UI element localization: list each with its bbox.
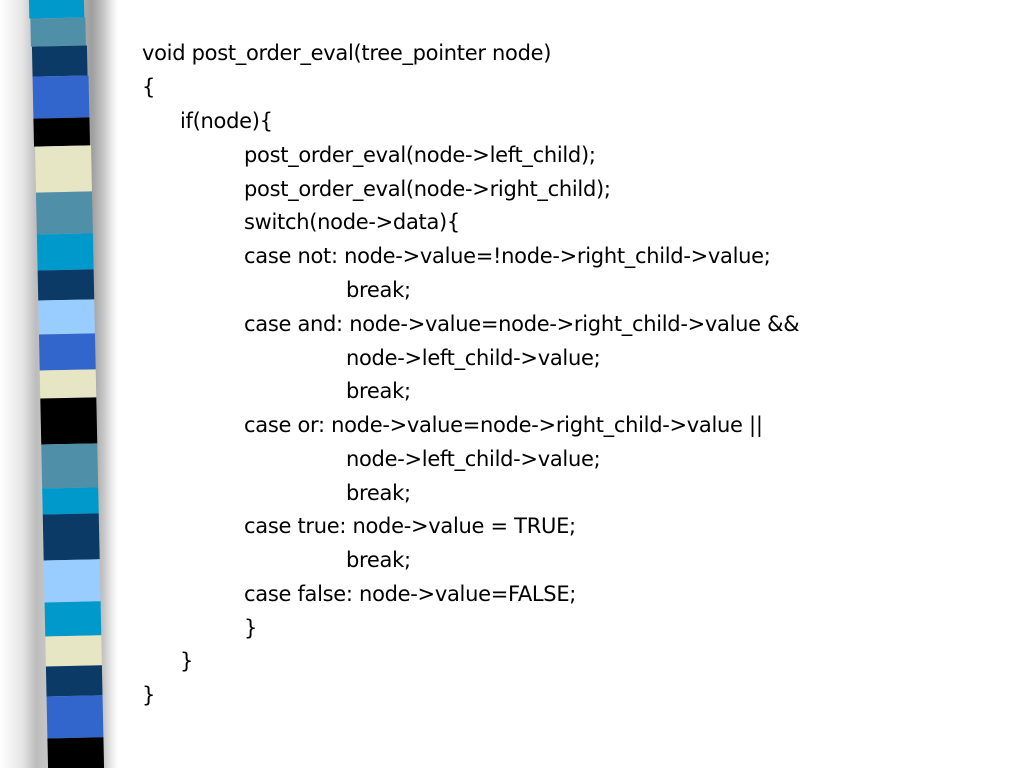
stripe-block (32, 75, 90, 119)
code-line: } (244, 616, 258, 640)
stripe-block (45, 635, 102, 667)
stripe-block (38, 299, 95, 335)
stripe-block (36, 233, 94, 271)
stripe-block (45, 665, 103, 697)
stripe-block (46, 695, 104, 739)
code-line: switch(node->data){ (244, 210, 460, 234)
stripe-block (38, 333, 96, 371)
code-line: case true: node->value = TRUE; (244, 514, 576, 538)
code-line: node->left_child->value; (346, 346, 601, 370)
stripe-block (43, 559, 101, 603)
code-line: } (142, 683, 156, 707)
stripe-block (40, 397, 98, 445)
code-line: { (142, 75, 156, 99)
stripe-block (37, 269, 95, 301)
stripe-block (35, 145, 92, 193)
stripe-block (39, 369, 97, 399)
code-line: void post_order_eval(tree_pointer node) (142, 41, 552, 65)
stripe-block (30, 17, 86, 47)
stripe-block (44, 601, 102, 637)
code-line: break; (346, 379, 411, 403)
stripe-block (35, 191, 93, 235)
stripe-block (41, 443, 99, 489)
stripe-block (42, 487, 99, 515)
code-line: break; (346, 548, 411, 572)
decorative-stripe (28, 0, 105, 768)
code-line: post_order_eval(node->left_child); (244, 143, 596, 167)
stripe-block (31, 45, 88, 77)
code-line: } (180, 649, 194, 673)
code-line: case or: node->value=node->right_child->… (244, 413, 763, 437)
stripe-block (28, 0, 85, 19)
code-line: if(node){ (180, 109, 273, 133)
code-line: case false: node->value=FALSE; (244, 582, 577, 606)
stripe-block (33, 117, 91, 147)
code-line: break; (346, 278, 411, 302)
code-line: case not: node->value=!node->right_child… (244, 244, 771, 268)
stripe-block (42, 513, 100, 561)
stripe-block (47, 737, 105, 768)
code-line: break; (346, 481, 411, 505)
code-line: case and: node->value=node->right_child-… (244, 312, 800, 336)
code-line: node->left_child->value; (346, 447, 601, 471)
code-line: post_order_eval(node->right_child); (244, 177, 611, 201)
